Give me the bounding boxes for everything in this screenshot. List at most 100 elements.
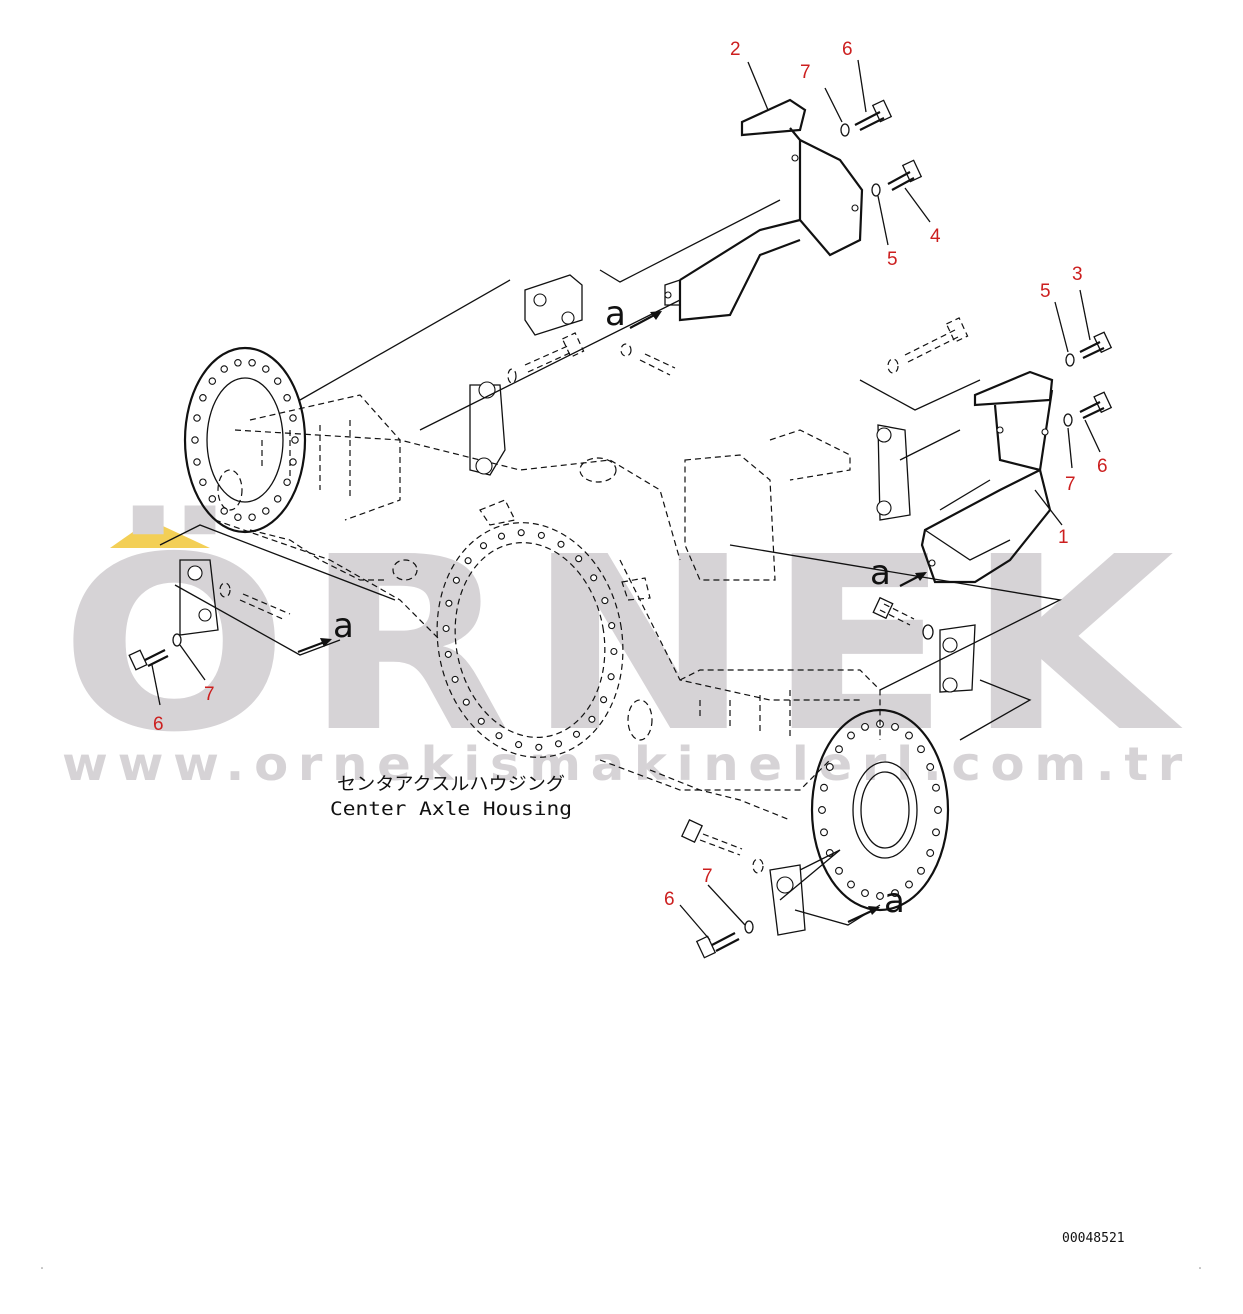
- callout-6: 6: [842, 39, 853, 60]
- bolt-hole: [479, 542, 488, 550]
- bolt-hole: [515, 741, 523, 749]
- bolt-hole: [610, 647, 618, 656]
- bolt-hole: [891, 889, 899, 898]
- bolt-hole: [442, 624, 450, 633]
- axle-housing-body: [214, 394, 881, 821]
- view-marker: a: [333, 606, 354, 646]
- callout-leaders: [151, 59, 1101, 941]
- bolt-hole: [588, 715, 596, 723]
- bolt-hole: [283, 394, 291, 402]
- bolt-hole: [464, 557, 472, 565]
- bolt-hole: [905, 731, 913, 740]
- bolt-hole: [847, 880, 855, 889]
- bolt-hole: [289, 458, 297, 466]
- right-flange: [810, 708, 950, 912]
- bolt-hole: [905, 880, 913, 889]
- bolt-hole: [554, 740, 563, 748]
- bolt-hole: [835, 745, 843, 754]
- bolt-hole: [557, 540, 565, 548]
- view-arrows: [297, 311, 927, 923]
- bracket-1: [920, 370, 1054, 584]
- arrow-icon: [915, 572, 927, 581]
- callout-5: 5: [1040, 281, 1051, 302]
- bolt-hole: [537, 531, 545, 539]
- bolt-hole: [283, 478, 291, 486]
- bolt-hole: [917, 745, 925, 754]
- bolt-hole: [208, 377, 217, 385]
- bolt-hole: [444, 650, 452, 658]
- watermark: ÖRNEK www.ornekismakinelerl.com.tr: [60, 504, 1192, 791]
- mounting-lugs: [179, 274, 976, 936]
- arrow-icon: [650, 311, 662, 320]
- callout-1: 1: [1058, 527, 1069, 548]
- callout-2: 2: [730, 39, 741, 60]
- arrow-icon: [868, 906, 880, 915]
- assembly-lines: [159, 199, 1063, 926]
- bolt-hole: [289, 414, 297, 422]
- bolt-hole: [820, 783, 828, 792]
- callout-4: 4: [930, 226, 941, 247]
- bolt-hole: [601, 597, 609, 605]
- callout-5: 5: [887, 249, 898, 270]
- part-label-english: Center Axle Housing: [330, 798, 572, 820]
- callout-7: 7: [800, 62, 811, 83]
- bolt-hole: [917, 866, 925, 875]
- bolt-hole: [462, 698, 470, 706]
- bolt-hole: [932, 828, 940, 837]
- callout-6: 6: [153, 714, 164, 735]
- callout-3: 3: [1072, 264, 1083, 285]
- bolt-hole: [926, 763, 935, 771]
- bolt-hole: [262, 507, 270, 515]
- corner-mark: [1199, 1267, 1201, 1269]
- view-markers: a a a a: [333, 294, 905, 921]
- arrow-icon: [320, 638, 332, 647]
- bolt-hole: [199, 478, 207, 486]
- bolt-hole: [220, 365, 228, 373]
- bolt-hole: [535, 743, 543, 751]
- bolt-hole: [452, 576, 460, 584]
- bolt-hole: [193, 414, 201, 422]
- bolt-hole: [607, 673, 615, 681]
- bolt-hole: [517, 529, 525, 537]
- bolt-hole: [445, 599, 453, 607]
- part-label-japanese: センタアクスルハウジング: [337, 774, 565, 795]
- callout-7: 7: [702, 866, 713, 887]
- bolt-hole: [477, 717, 485, 725]
- bolt-hole: [208, 495, 217, 503]
- watermark-brand: ÖRNEK: [60, 504, 1190, 785]
- bolt-hole: [193, 458, 201, 466]
- callout-7: 7: [204, 684, 215, 705]
- center-ring: [436, 522, 624, 758]
- corner-mark: [41, 1267, 43, 1269]
- left-flange: [183, 346, 307, 534]
- fasteners: [128, 99, 1113, 959]
- bolt-hole: [291, 436, 299, 444]
- bolt-hole: [191, 436, 199, 444]
- bolt-hole: [273, 495, 282, 503]
- bolt-hole: [876, 892, 884, 900]
- bolt-hole: [891, 722, 899, 731]
- view-marker: a: [870, 553, 891, 593]
- bolt-hole: [825, 763, 834, 771]
- bolt-hole: [926, 849, 935, 857]
- bolt-hole: [600, 696, 608, 704]
- drawing-number: 00048521: [1062, 1231, 1125, 1246]
- bolt-hole: [495, 732, 503, 740]
- bolt-hole: [220, 507, 228, 515]
- bolt-hole: [861, 889, 869, 898]
- bolt-hole: [934, 806, 942, 814]
- bolt-hole: [248, 513, 256, 521]
- view-marker: a: [884, 881, 905, 921]
- bolt-hole: [273, 377, 282, 385]
- bolt-hole: [234, 359, 242, 367]
- bolt-hole: [497, 532, 506, 540]
- view-marker: a: [605, 294, 626, 334]
- watermark-url: www.ornekismakinelerl.com.tr: [62, 737, 1192, 791]
- callout-6: 6: [1097, 456, 1108, 477]
- callouts: 2 6 7 4 5 3 5 6 7 1 7 6 6 7: [153, 39, 1108, 910]
- bolt-hole: [572, 730, 581, 738]
- bolt-hole: [451, 675, 459, 683]
- bolt-hole: [818, 806, 826, 814]
- bolt-hole: [608, 622, 616, 630]
